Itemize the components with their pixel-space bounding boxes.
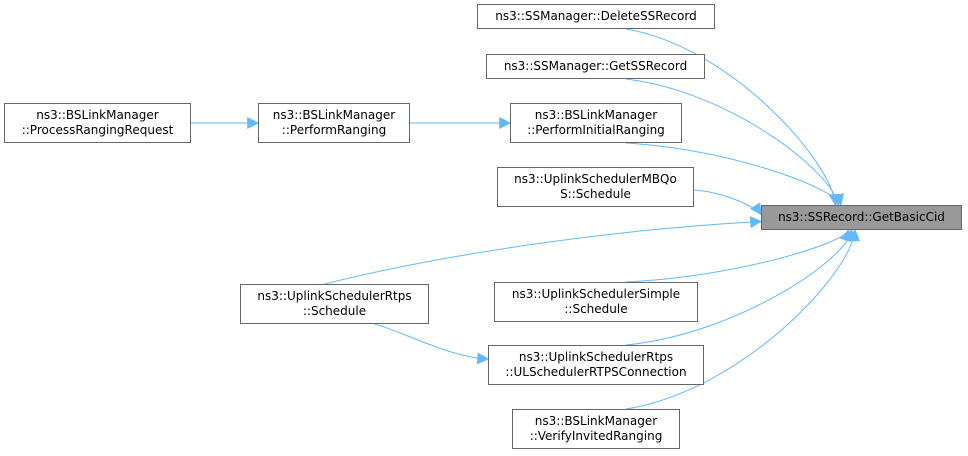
node-label-line: ns3::SSManager::DeleteSSRecord — [495, 9, 697, 23]
node-label-line: ns3::UplinkSchedulerSimple — [511, 287, 681, 301]
node-label-line: ns3::BSLinkManager — [534, 108, 658, 122]
node-getbasiccid: ns3::SSRecord::GetBasicCid — [761, 205, 962, 230]
node-label-line: S::Schedule — [560, 187, 631, 201]
edge-verifyinvited-to-getbasiccid — [625, 228, 860, 410]
node-label-line: ns3::BSLinkManager — [534, 414, 658, 428]
node-deletessrecord[interactable]: ns3::SSManager::DeleteSSRecord — [477, 4, 715, 29]
node-label-line: ns3::UplinkSchedulerRtps — [257, 289, 412, 303]
node-rtps-ulconnection[interactable]: ns3::UplinkSchedulerRtps ::ULSchedulerRT… — [488, 345, 704, 385]
node-simple-schedule[interactable]: ns3::UplinkSchedulerSimple ::Schedule — [494, 282, 698, 322]
node-performranging[interactable]: ns3::BSLinkManager ::PerformRanging — [258, 103, 410, 143]
node-label-line: ::PerformRanging — [281, 123, 387, 137]
node-rtps-schedule[interactable]: ns3::UplinkSchedulerRtps ::Schedule — [240, 284, 429, 324]
node-label-line: ns3::UplinkSchedulerRtps — [518, 350, 674, 364]
node-getssrecord[interactable]: ns3::SSManager::GetSSRecord — [486, 54, 705, 79]
node-label-line: ns3::BSLinkManager — [36, 108, 159, 122]
node-label-line: ::ULSchedulerRTPSConnection — [505, 365, 687, 379]
node-processranging[interactable]: ns3::BSLinkManager ::ProcessRangingReque… — [4, 103, 191, 143]
edge-deletessrecord-to-getbasiccid — [625, 28, 841, 207]
node-verifyinvited[interactable]: ns3::BSLinkManager ::VerifyInvitedRangin… — [512, 409, 680, 449]
node-performinitialranging[interactable]: ns3::BSLinkManager ::PerformInitialRangi… — [510, 103, 682, 143]
node-label-line: ::Schedule — [302, 304, 367, 318]
node-label-line: ::ProcessRangingRequest — [21, 123, 174, 137]
edge-rtps_ulconn-to-getbasiccid — [625, 228, 857, 346]
edge-getssrecord-to-getbasiccid — [625, 78, 843, 207]
edge-layer — [190, 28, 860, 410]
node-label-line: ::PerformInitialRanging — [527, 123, 665, 137]
node-mbqos[interactable]: ns3::UplinkSchedulerMBQo S::Schedule — [497, 167, 694, 207]
node-label-line: ns3::BSLinkManager — [272, 108, 396, 122]
edge-rtps_schedule-to-getbasiccid — [324, 216, 763, 285]
node-label-line: ::Schedule — [564, 302, 628, 316]
edge-rtps_schedule-to-rtps_ulconn — [374, 323, 490, 365]
node-label-line: ::VerifyInvitedRanging — [529, 429, 663, 443]
node-label-line: ns3::UplinkSchedulerMBQo — [514, 172, 677, 186]
node-label-line: ns3::SSManager::GetSSRecord — [503, 59, 688, 73]
edge-performinitialranging-to-getbasiccid — [625, 142, 844, 207]
node-label-line: ns3::SSRecord::GetBasicCid — [778, 210, 945, 224]
edge-simple_schedule-to-getbasiccid — [625, 228, 852, 283]
edge-mbqos-to-getbasiccid — [693, 189, 762, 216]
